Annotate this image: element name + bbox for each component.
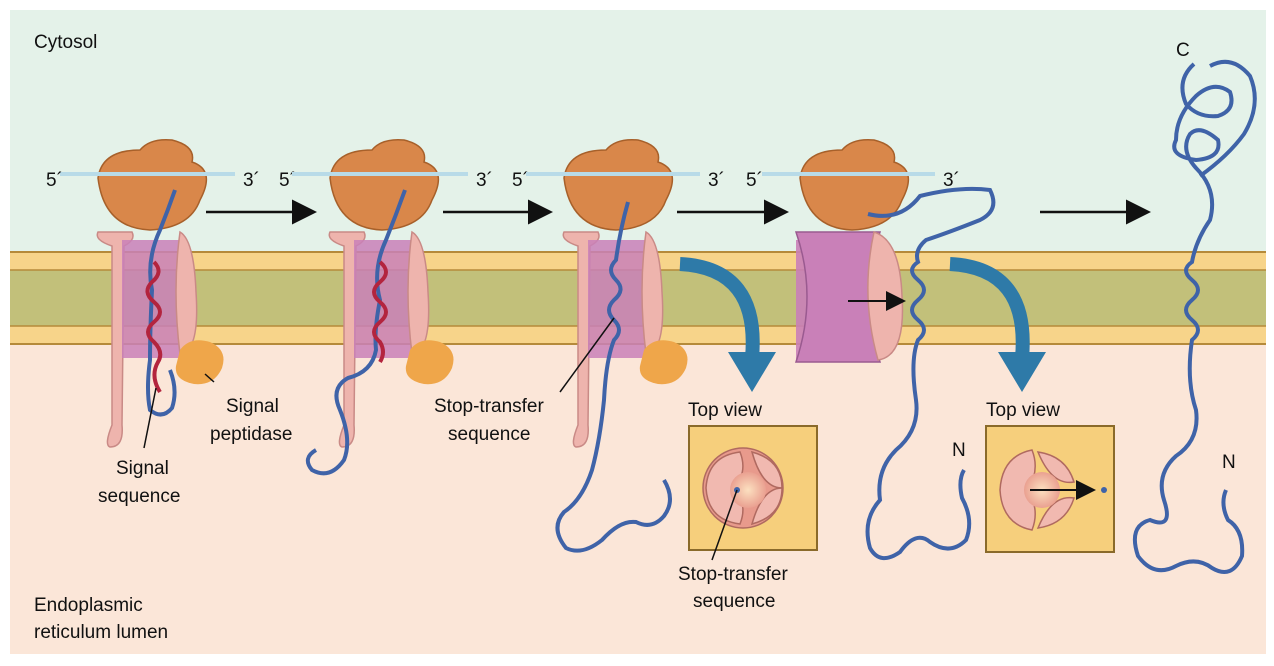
stage-5 [1133,59,1257,574]
stage-3 [526,138,776,553]
translocon-4 [794,231,904,363]
translocon-1 [96,230,198,448]
stop-transfer-bottom-line1: Stop-transfer [678,564,788,585]
lumen-label-line1: Endoplasmic [34,595,143,616]
translocon-2 [328,230,430,448]
signal-peptidase-1 [175,340,224,385]
stop-transfer-label-line1: Stop-transfer [434,396,544,417]
signal-sequence-pointer [143,387,157,449]
stage-2 [292,138,468,476]
stop-transfer-label-line2: sequence [448,424,530,445]
five-prime-3: 5´ [512,170,529,191]
five-prime-2: 5´ [279,170,296,191]
top-view-label-2: Top view [986,400,1060,421]
ribosome-3 [563,138,674,231]
signal-sequence-label-line1: Signal [116,458,169,479]
flow-arrow-1-head [728,352,776,392]
flow-arrow-1 [679,257,760,359]
chain-final-loop [1198,59,1257,178]
top-view-box-2 [985,425,1115,553]
stop-transfer-pointer-1 [559,317,615,393]
five-prime-4: 5´ [746,170,763,191]
stop-transfer-pointer-2 [711,489,738,561]
cytosol-label: Cytosol [34,32,97,53]
signal-sequence-label-line2: sequence [98,486,180,507]
lumen-label-line2: reticulum lumen [34,622,168,643]
top-view-box-1 [688,425,818,551]
stage-4 [762,138,1046,560]
signal-peptidase-pointer [204,373,215,383]
chain-3 [555,201,672,553]
chain-final [1133,62,1245,574]
three-prime-1: 3´ [243,170,260,191]
signal-peptidase-3 [639,340,688,385]
stop-transfer-bottom-line2: sequence [693,591,775,612]
three-prime-4: 3´ [943,170,960,191]
three-prime-3: 3´ [708,170,725,191]
ribosome-1 [97,138,208,231]
signal-sequence-1 [145,260,163,394]
top-view-label-1: Top view [688,400,762,421]
signal-peptidase-2 [405,340,454,385]
flow-arrow-2 [949,257,1030,359]
flow-arrow-2-head [998,352,1046,392]
ribosome-2 [329,138,440,231]
translocon-3 [562,230,664,448]
stage-1 [60,138,235,448]
three-prime-2: 3´ [476,170,493,191]
n-terminus-label-2: N [1222,452,1236,473]
c-terminus-label: C [1176,40,1190,61]
signal-sequence-2 [372,260,388,364]
ribosome-4 [799,138,910,231]
signal-peptidase-label-line1: Signal [226,396,279,417]
five-prime-1: 5´ [46,170,63,191]
chain-1 [146,189,177,417]
signal-peptidase-label-line2: peptidase [210,424,292,445]
chain-2 [305,189,407,476]
chain-4 [865,186,996,560]
n-terminus-label-1: N [952,440,966,461]
